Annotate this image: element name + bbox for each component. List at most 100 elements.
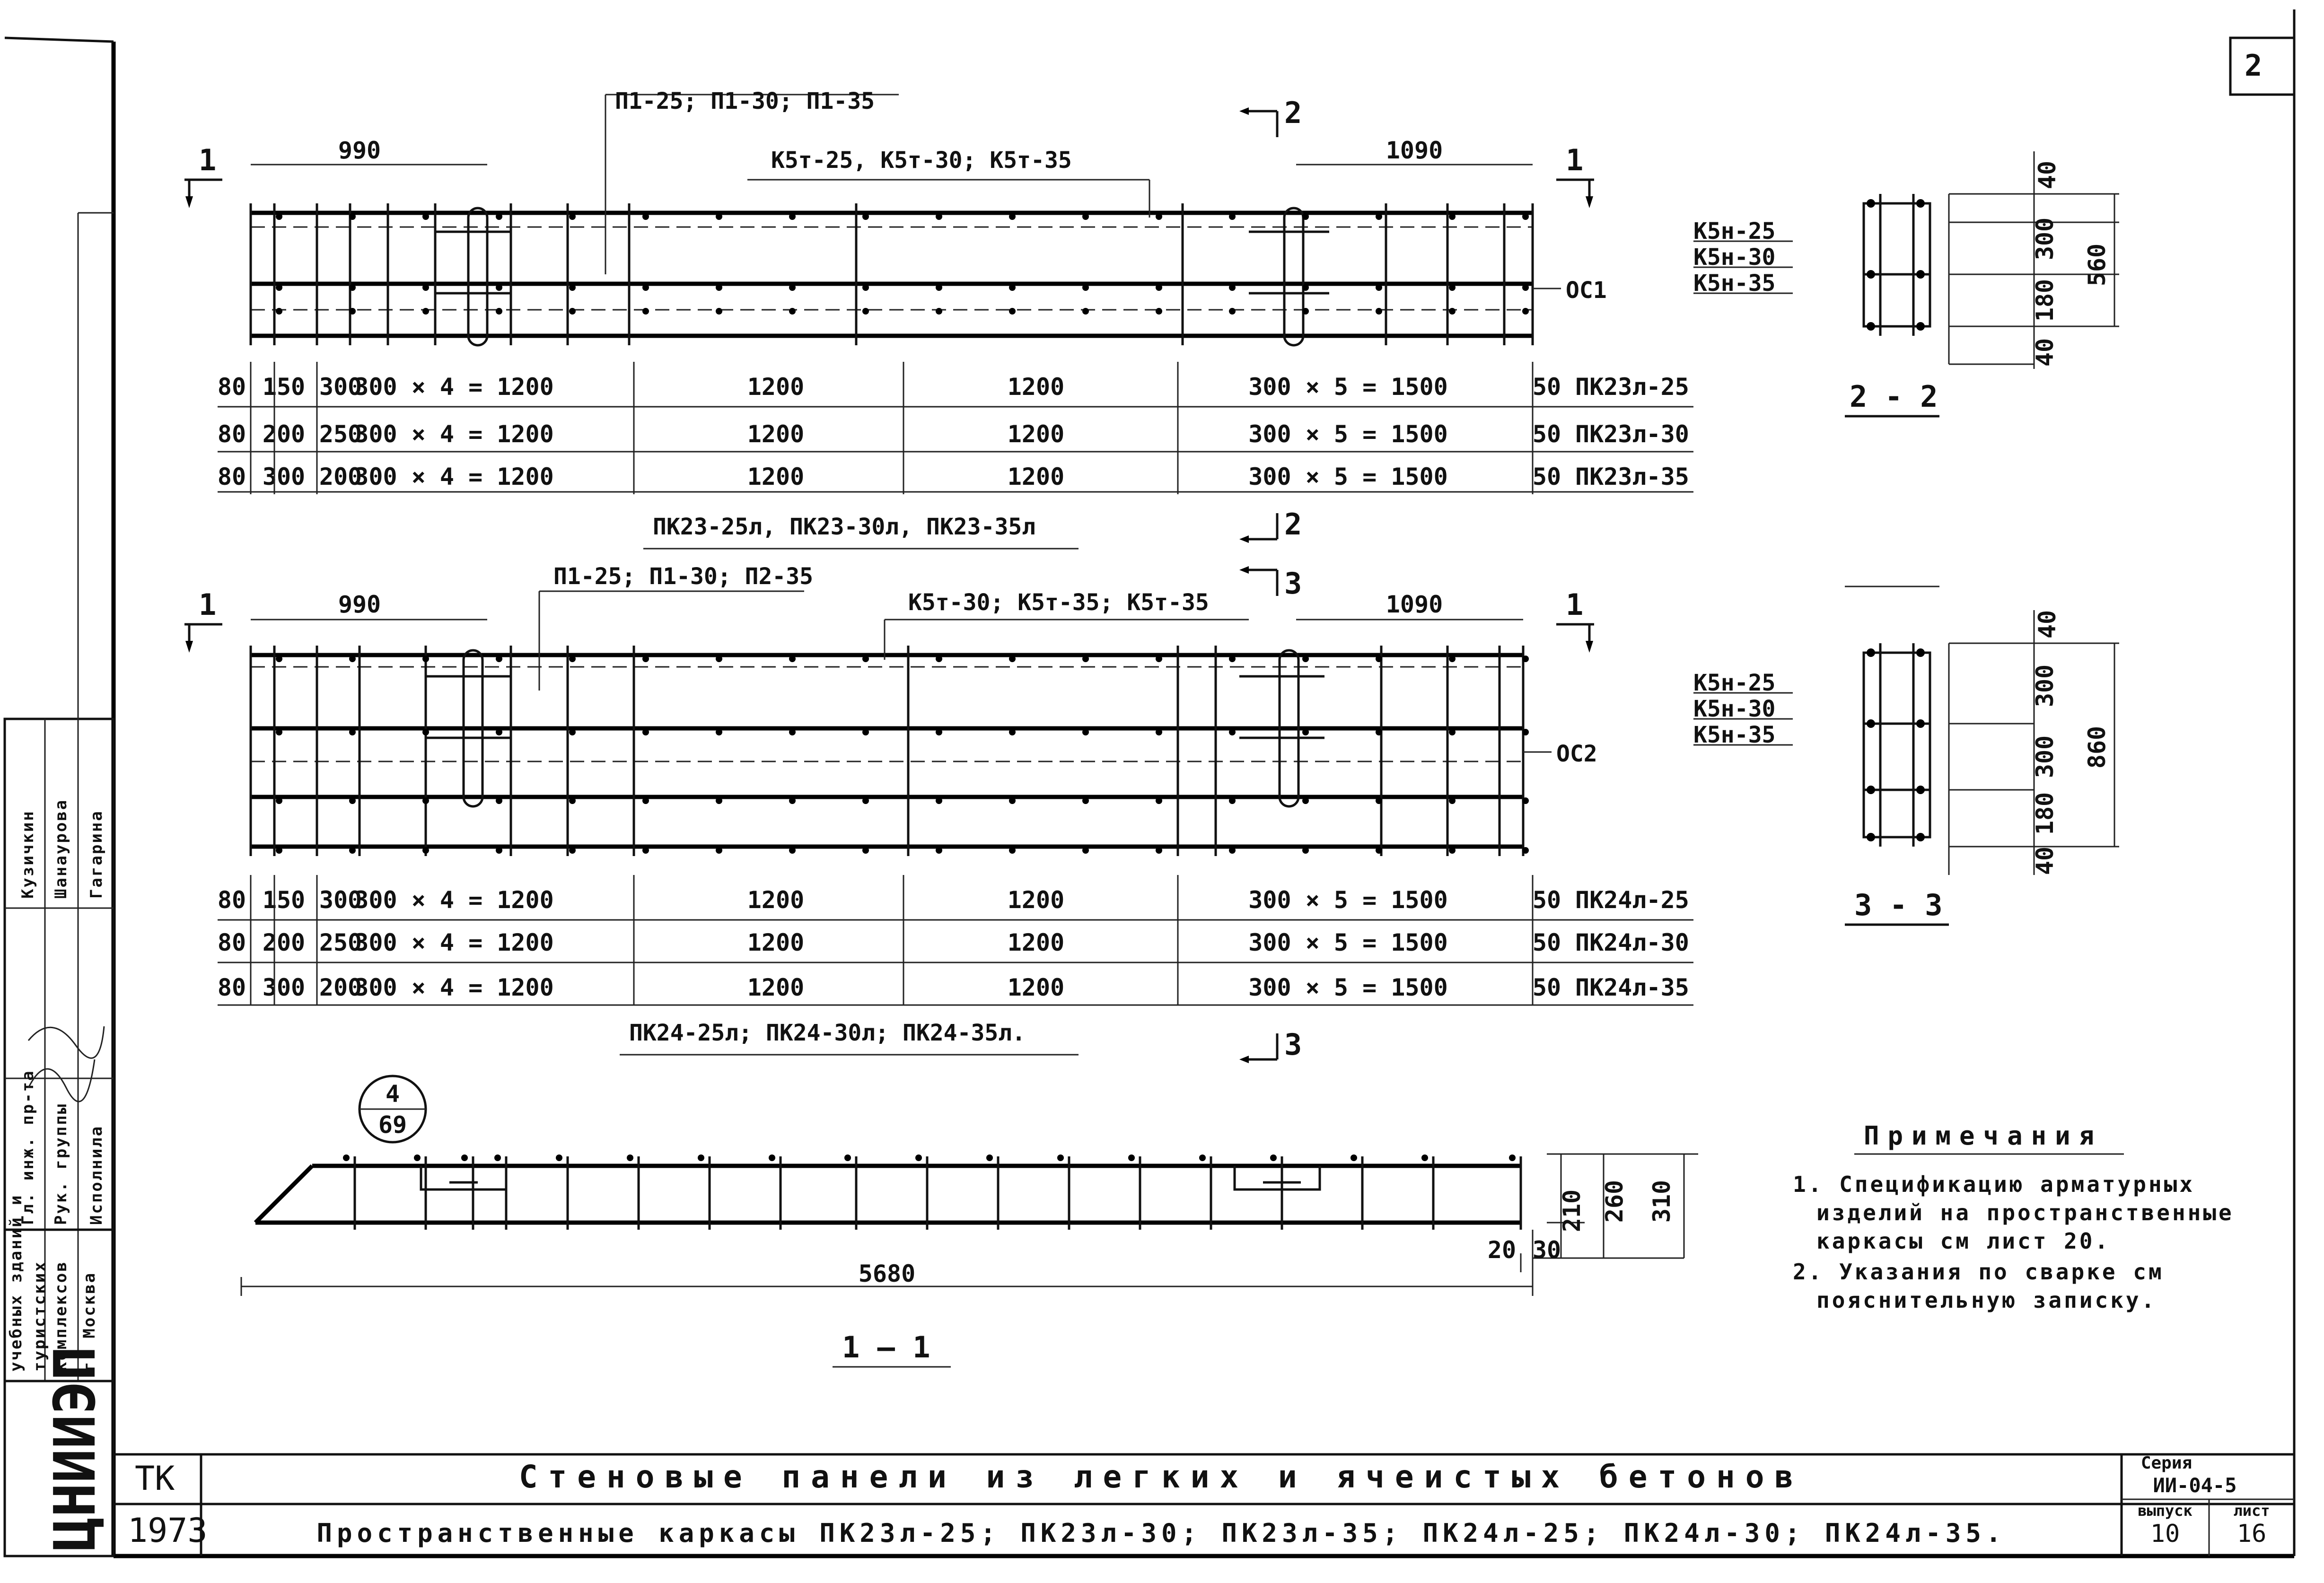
weld-dot — [716, 308, 722, 315]
stamp-org-sub-3: г. Москва — [80, 1272, 99, 1372]
weld-dot — [1376, 213, 1382, 220]
stamp-name-1: Шанаурова — [52, 799, 70, 899]
weld-dot — [1302, 797, 1309, 804]
weld-dot — [936, 797, 942, 804]
frame1-dim-cell: 1200 — [747, 420, 804, 448]
frame1-dim-cell: 200 — [263, 420, 305, 448]
frame1-dim-cell: ПК23л-35 — [1575, 463, 1689, 490]
section-mark-2-top: 2 — [1239, 96, 1302, 137]
section-bar-dot — [1867, 322, 1875, 331]
frame2-dim-cell: 1200 — [1008, 974, 1064, 1001]
weld-dot — [862, 284, 869, 291]
weld-dot — [1009, 656, 1016, 662]
title-block — [114, 1453, 2294, 1556]
notes-heading: Примечания — [1864, 1121, 2103, 1151]
weld-dot — [496, 308, 502, 315]
title-code: ТК — [135, 1459, 175, 1498]
weld-dot — [349, 656, 356, 662]
weld-dot — [1156, 656, 1162, 662]
section11-dot — [986, 1154, 993, 1161]
weld-dot — [1449, 847, 1456, 854]
weld-dot — [276, 847, 282, 854]
section-bar-dot — [1916, 199, 1925, 208]
weld-dot — [276, 284, 282, 291]
side-stamp: ЦНИИЭП учебных зданий и туристских компл… — [3, 212, 115, 1557]
frame1-bar-grid — [276, 203, 1529, 345]
frame1-dim-cell: 300 — [319, 373, 362, 401]
s11-ref-bottom: 69 — [378, 1111, 407, 1138]
weld-dot — [936, 213, 942, 220]
weld-dot — [1082, 284, 1089, 291]
section-3-3 — [1693, 610, 2119, 875]
frame2-left-dim: 990 — [338, 591, 381, 618]
weld-dot — [1376, 797, 1382, 804]
weld-dot — [1302, 284, 1309, 291]
weld-dot — [1449, 284, 1456, 291]
svg-text:1: 1 — [1566, 587, 1583, 622]
frame2-dim-cell: 200 — [263, 929, 305, 956]
weld-dot — [1156, 797, 1162, 804]
weld-dot — [1009, 213, 1016, 220]
weld-dot — [349, 308, 356, 315]
weld-dot — [276, 308, 282, 315]
svg-text:1: 1 — [199, 587, 216, 622]
frame2-dim-cell: 300 × 5 = 1500 — [1248, 886, 1447, 914]
weld-dot — [569, 308, 576, 315]
frame1-dim-cell: 50 — [1533, 420, 1561, 448]
s33-dim-1: 300 — [2031, 665, 2059, 707]
weld-dot — [1082, 308, 1089, 315]
frame2-dim-cell: 250 — [319, 929, 362, 956]
s11-height-0: 210 — [1558, 1189, 1586, 1232]
frame2-dim-cell: 300 — [319, 886, 362, 914]
frame2-dim-table — [218, 919, 1693, 1006]
weld-dot — [936, 847, 942, 854]
frame1-dim-cell: 1200 — [1008, 373, 1064, 401]
weld-dot — [569, 284, 576, 291]
weld-dot — [349, 729, 356, 735]
frame2-bar-grid — [276, 646, 1529, 856]
note-line-2: каркасы см лист 20. — [1816, 1228, 2110, 1254]
weld-dot — [642, 797, 649, 804]
weld-dot — [936, 308, 942, 315]
weld-dot — [1082, 729, 1089, 735]
weld-dot — [1156, 284, 1162, 291]
weld-dot — [569, 797, 576, 804]
frame1-callout: П1-25; П1-30; П1-35 — [615, 88, 875, 114]
section-2-2 — [1693, 151, 2119, 587]
frame1-dim-cell: 80 — [218, 420, 246, 448]
weld-dot — [1449, 797, 1456, 804]
weld-dot — [936, 284, 942, 291]
weld-dot — [1522, 213, 1529, 220]
section-mark-1-left-b: 1 — [184, 587, 222, 653]
weld-dot — [862, 797, 869, 804]
section-mark-3-top: 3 — [1239, 566, 1302, 601]
frame1-dim-cell: 250 — [319, 420, 362, 448]
stamp-org: ЦНИИЭП — [43, 1347, 108, 1551]
section11-dot — [556, 1154, 562, 1161]
svg-text:2: 2 — [1284, 96, 1302, 130]
weld-dot — [1376, 308, 1382, 315]
weld-dot — [276, 656, 282, 662]
weld-dot — [276, 213, 282, 220]
frame2-dim-cell: 1200 — [1008, 929, 1064, 956]
weld-dot — [1082, 213, 1089, 220]
frame2-loop-left — [426, 649, 511, 808]
section-bar-dot — [1867, 648, 1875, 657]
section11-ref-circle — [358, 1075, 427, 1144]
weld-dot — [422, 847, 429, 854]
weld-dot — [862, 213, 869, 220]
s11-height-2: 310 — [1648, 1180, 1675, 1223]
frame2-dim-cell: ПК24л-30 — [1575, 929, 1689, 956]
weld-dot — [496, 284, 502, 291]
frame1-dim-cell: 1200 — [747, 463, 804, 490]
weld-dot — [349, 284, 356, 291]
frame1-dim-table — [218, 406, 1693, 493]
weld-dot — [1156, 847, 1162, 854]
weld-dot — [1009, 284, 1016, 291]
weld-dot — [642, 308, 649, 315]
sheet-label: лист — [2233, 1502, 2270, 1520]
section-bar-dot — [1916, 322, 1925, 331]
weld-dot — [1522, 284, 1529, 291]
section11-dot — [1270, 1154, 1277, 1161]
stamp-top-name: Кузичкин — [18, 810, 37, 899]
